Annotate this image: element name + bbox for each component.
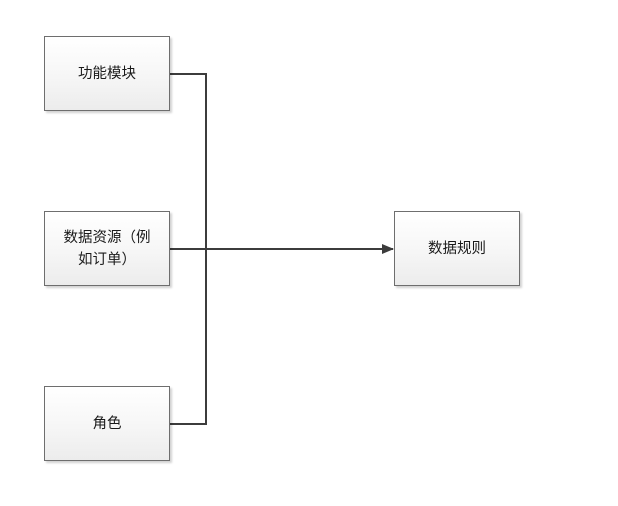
data-resource-label: 数据资源（例 如订单）	[64, 227, 151, 271]
data-rules-box: 数据规则	[394, 211, 520, 286]
connector-function-module	[170, 73, 207, 249]
data-resource-label-line2: 如订单）	[78, 251, 136, 268]
data-rules-label: 数据规则	[428, 240, 486, 257]
role-label: 角色	[92, 415, 122, 432]
role-box: 角色	[44, 386, 170, 461]
data-resource-box: 数据资源（例 如订单）	[44, 211, 170, 286]
connector-role	[170, 249, 207, 425]
function-module-box: 功能模块	[44, 36, 170, 111]
data-resource-label-line1: 数据资源（例	[63, 229, 151, 246]
function-module-label: 功能模块	[78, 65, 136, 82]
